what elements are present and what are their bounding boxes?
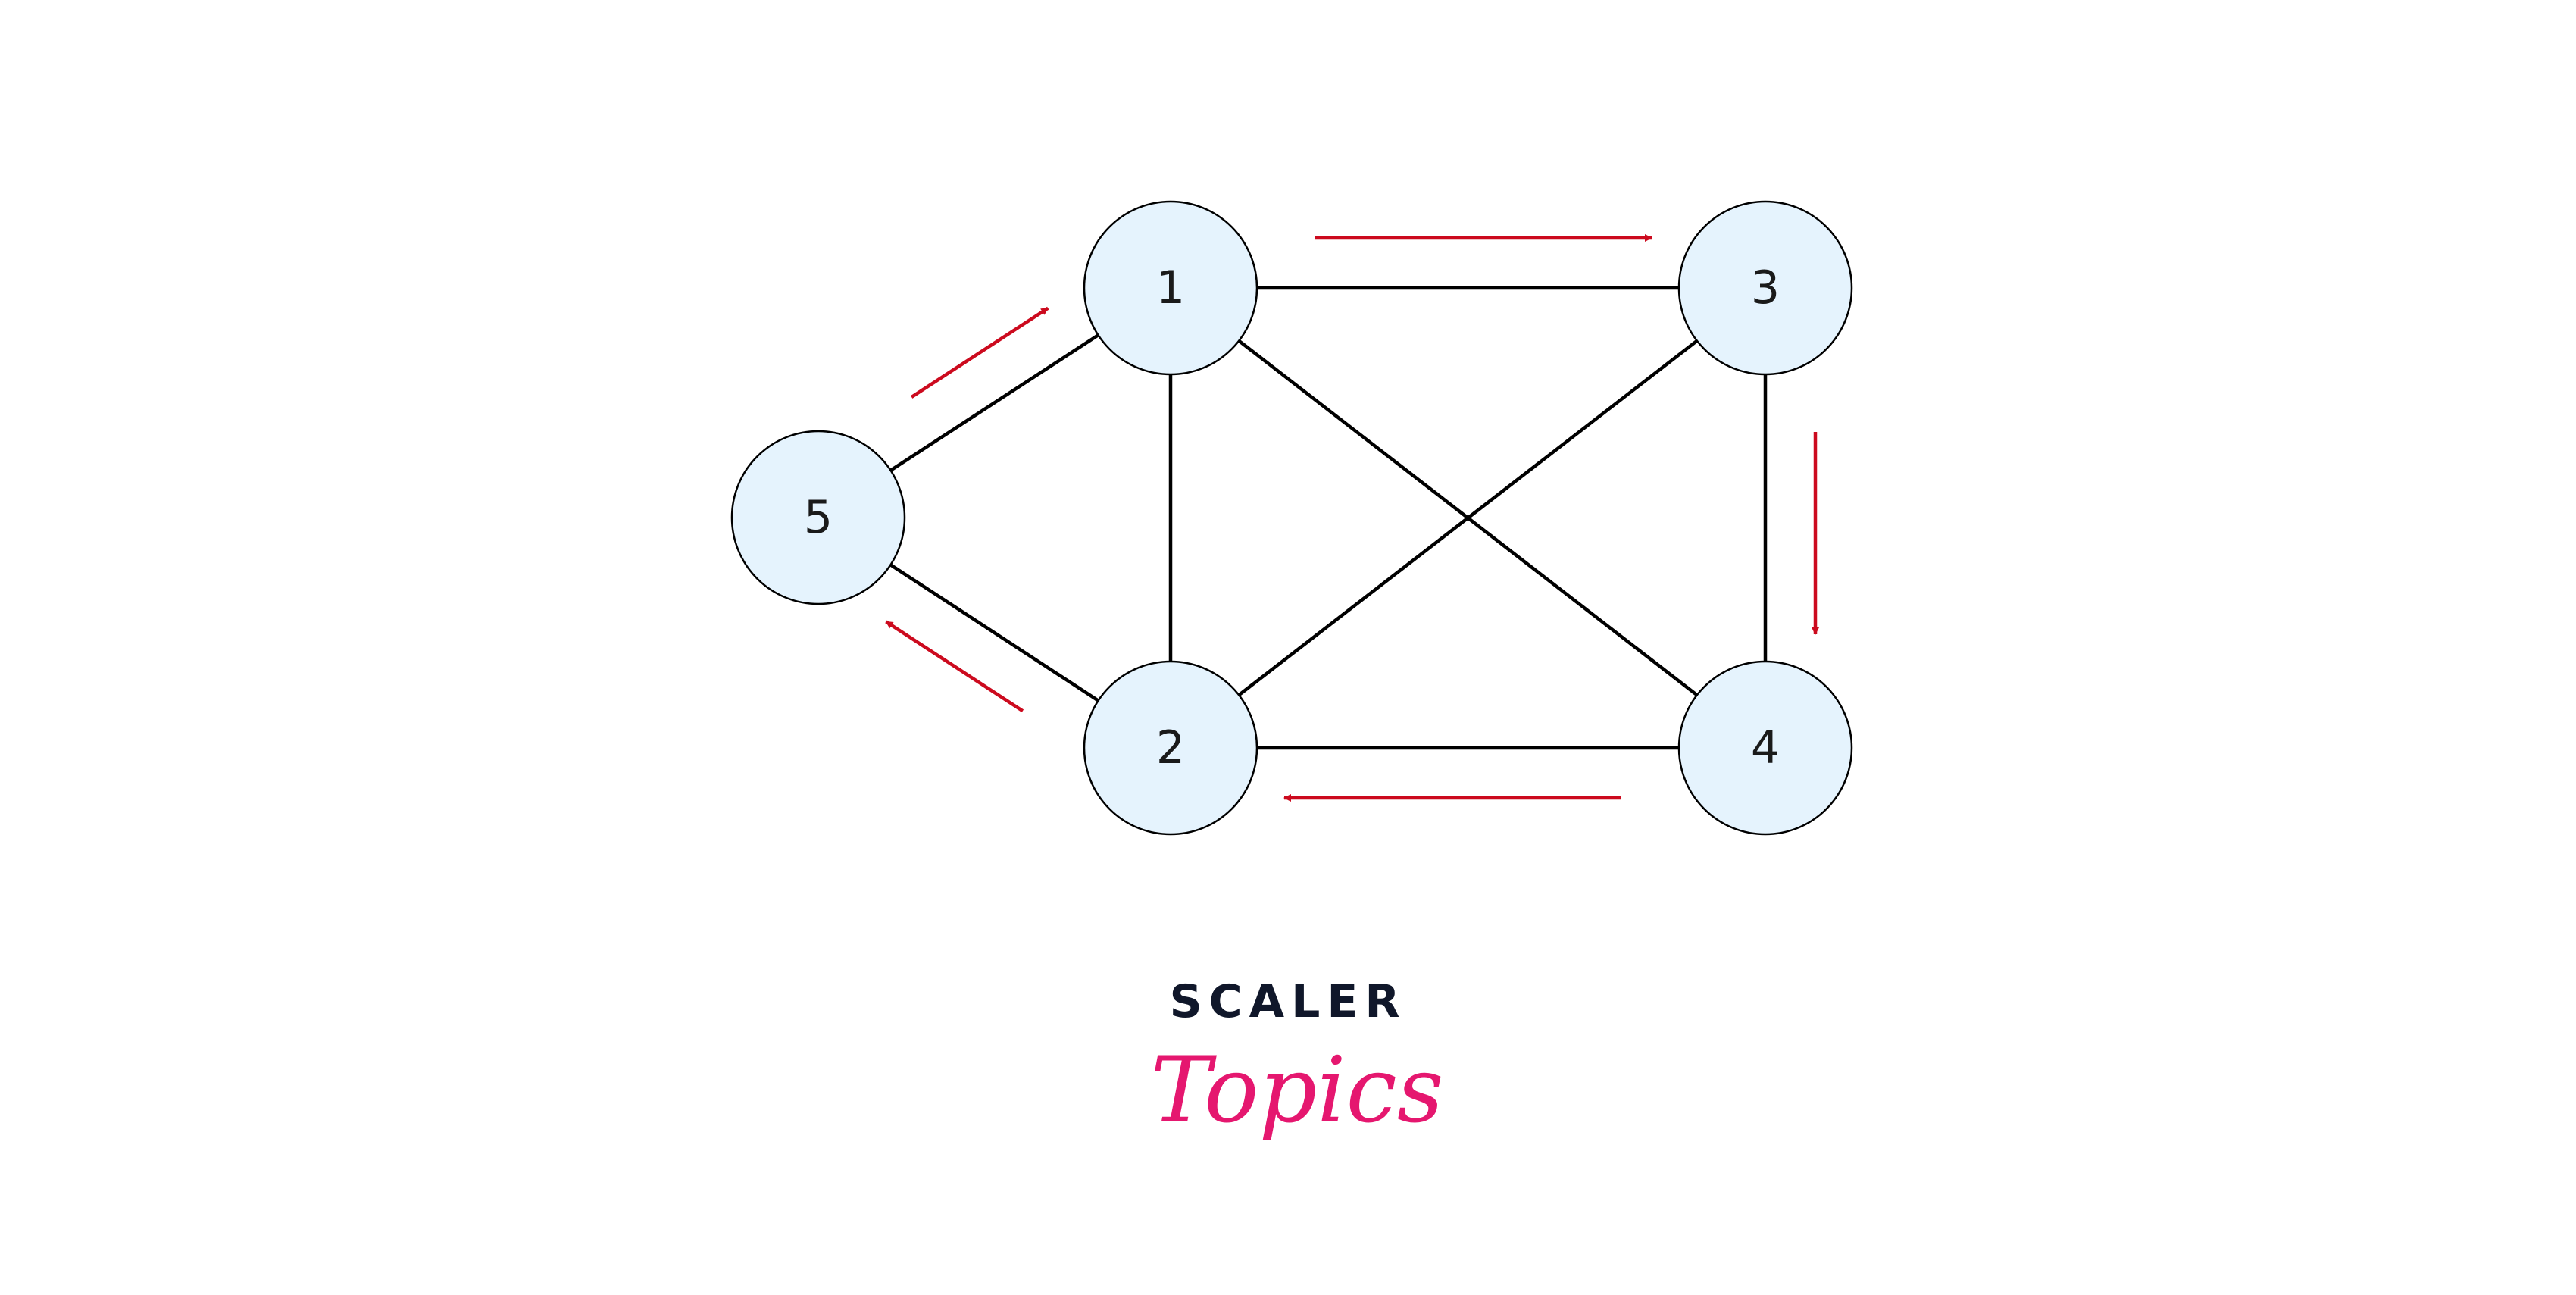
node-3-label: 3	[1751, 261, 1780, 314]
graph-edges	[889, 286, 1768, 750]
path-arrows	[885, 234, 1819, 802]
path-arrow-2-5	[885, 620, 1024, 713]
node-3-circle	[1677, 200, 1853, 376]
node-4-label: 4	[1751, 721, 1780, 774]
node-1-label: 1	[1156, 261, 1185, 314]
edge-3-2	[1237, 339, 1699, 697]
scaler-topics-logo: SCALER Topics	[1151, 975, 1444, 1143]
node-3: 3	[1677, 200, 1853, 376]
node-2: 2	[1083, 660, 1258, 836]
node-2-label: 2	[1156, 721, 1185, 774]
node-1: 1	[1083, 200, 1258, 376]
node-4-circle	[1677, 660, 1853, 836]
logo-scaler-text: SCALER	[1169, 975, 1406, 1028]
edge-1-5	[889, 333, 1099, 472]
node-4: 4	[1677, 660, 1853, 836]
node-5-circle	[730, 430, 906, 605]
node-5: 5	[730, 430, 906, 605]
path-arrow-5-1	[910, 306, 1049, 399]
node-5-label: 5	[804, 491, 833, 544]
node-1-circle	[1083, 200, 1258, 376]
graph-nodes: 1 2 3 4 5	[730, 200, 1853, 836]
node-2-circle	[1083, 660, 1258, 836]
edge-2-5	[889, 563, 1099, 702]
logo-topics-text: Topics	[1151, 1038, 1444, 1143]
